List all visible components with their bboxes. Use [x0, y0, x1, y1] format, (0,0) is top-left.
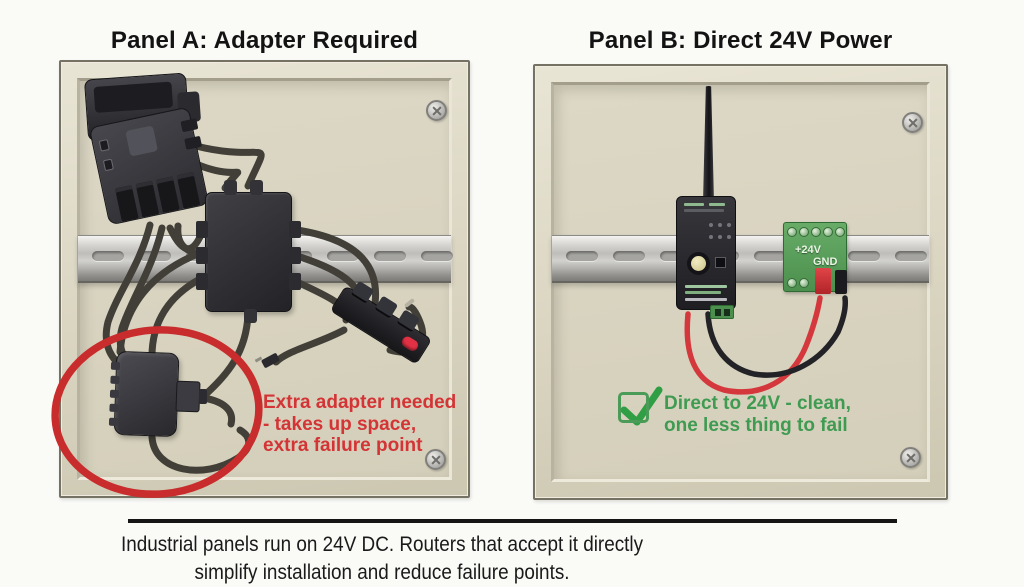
antenna [703, 86, 714, 202]
checkbox-outline-icon [618, 392, 649, 423]
screw-icon [425, 449, 446, 470]
power-adapter [108, 350, 180, 438]
power-adapter-plug [175, 380, 201, 413]
divider-line [128, 519, 897, 523]
power-strip-switch [399, 334, 421, 353]
power-adapter-plug-tip [199, 389, 207, 404]
router-a-body [88, 106, 210, 226]
panel-b-din-rail [552, 235, 929, 283]
panel-b-title: Panel B: Direct 24V Power [588, 27, 893, 54]
screw-icon [426, 100, 447, 121]
terminal-gnd-label: GND [813, 256, 838, 268]
panel-a-title: Panel A: Adapter Required [110, 27, 419, 54]
success-annotation: Direct to 24V - clean, one less thing to… [664, 393, 851, 436]
panel-b-enclosure [533, 64, 948, 500]
black-wire-connector [835, 270, 847, 294]
terminal-24v-label: +24V [795, 244, 821, 256]
router-power-terminal [710, 305, 734, 319]
caption: Industrial panels run on 24V DC. Routers… [120, 533, 644, 584]
terminal-block: +24V GND [783, 222, 847, 294]
screw-icon [900, 447, 921, 468]
red-wire-connector [815, 268, 831, 294]
din-router [676, 196, 736, 310]
junction-box [196, 180, 301, 323]
screw-icon [902, 112, 923, 133]
warning-annotation: Extra adapter needed - takes up space, e… [263, 392, 457, 456]
